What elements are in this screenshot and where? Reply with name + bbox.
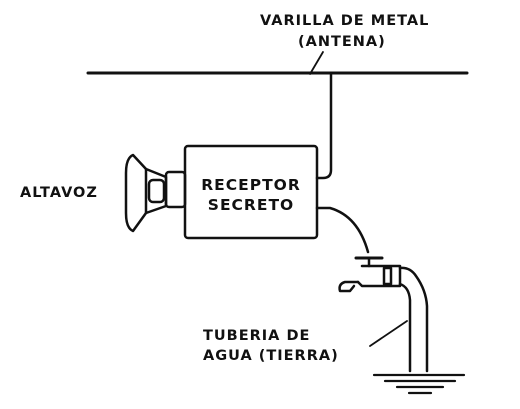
faucet-icon [338,256,402,293]
ground-wire [315,206,370,254]
pipe-sublabel: AGUA (TIERRA) [203,348,339,364]
antenna-sublabel: (ANTENA) [298,34,386,50]
pipe-label: TUBERIA DE [203,328,310,344]
receiver-sublabel: SECRETO [208,196,294,214]
receiver-label: RECEPTOR [201,176,301,194]
ground-symbol [372,373,466,395]
speaker-label: ALTAVOZ [20,185,98,201]
water-pipe [398,266,429,373]
speaker-icon [124,153,187,233]
antenna-leader [309,51,324,75]
antenna-label: VARILLA DE METAL [260,13,429,29]
antenna-wire [315,71,333,180]
pipe-leader [369,320,408,347]
